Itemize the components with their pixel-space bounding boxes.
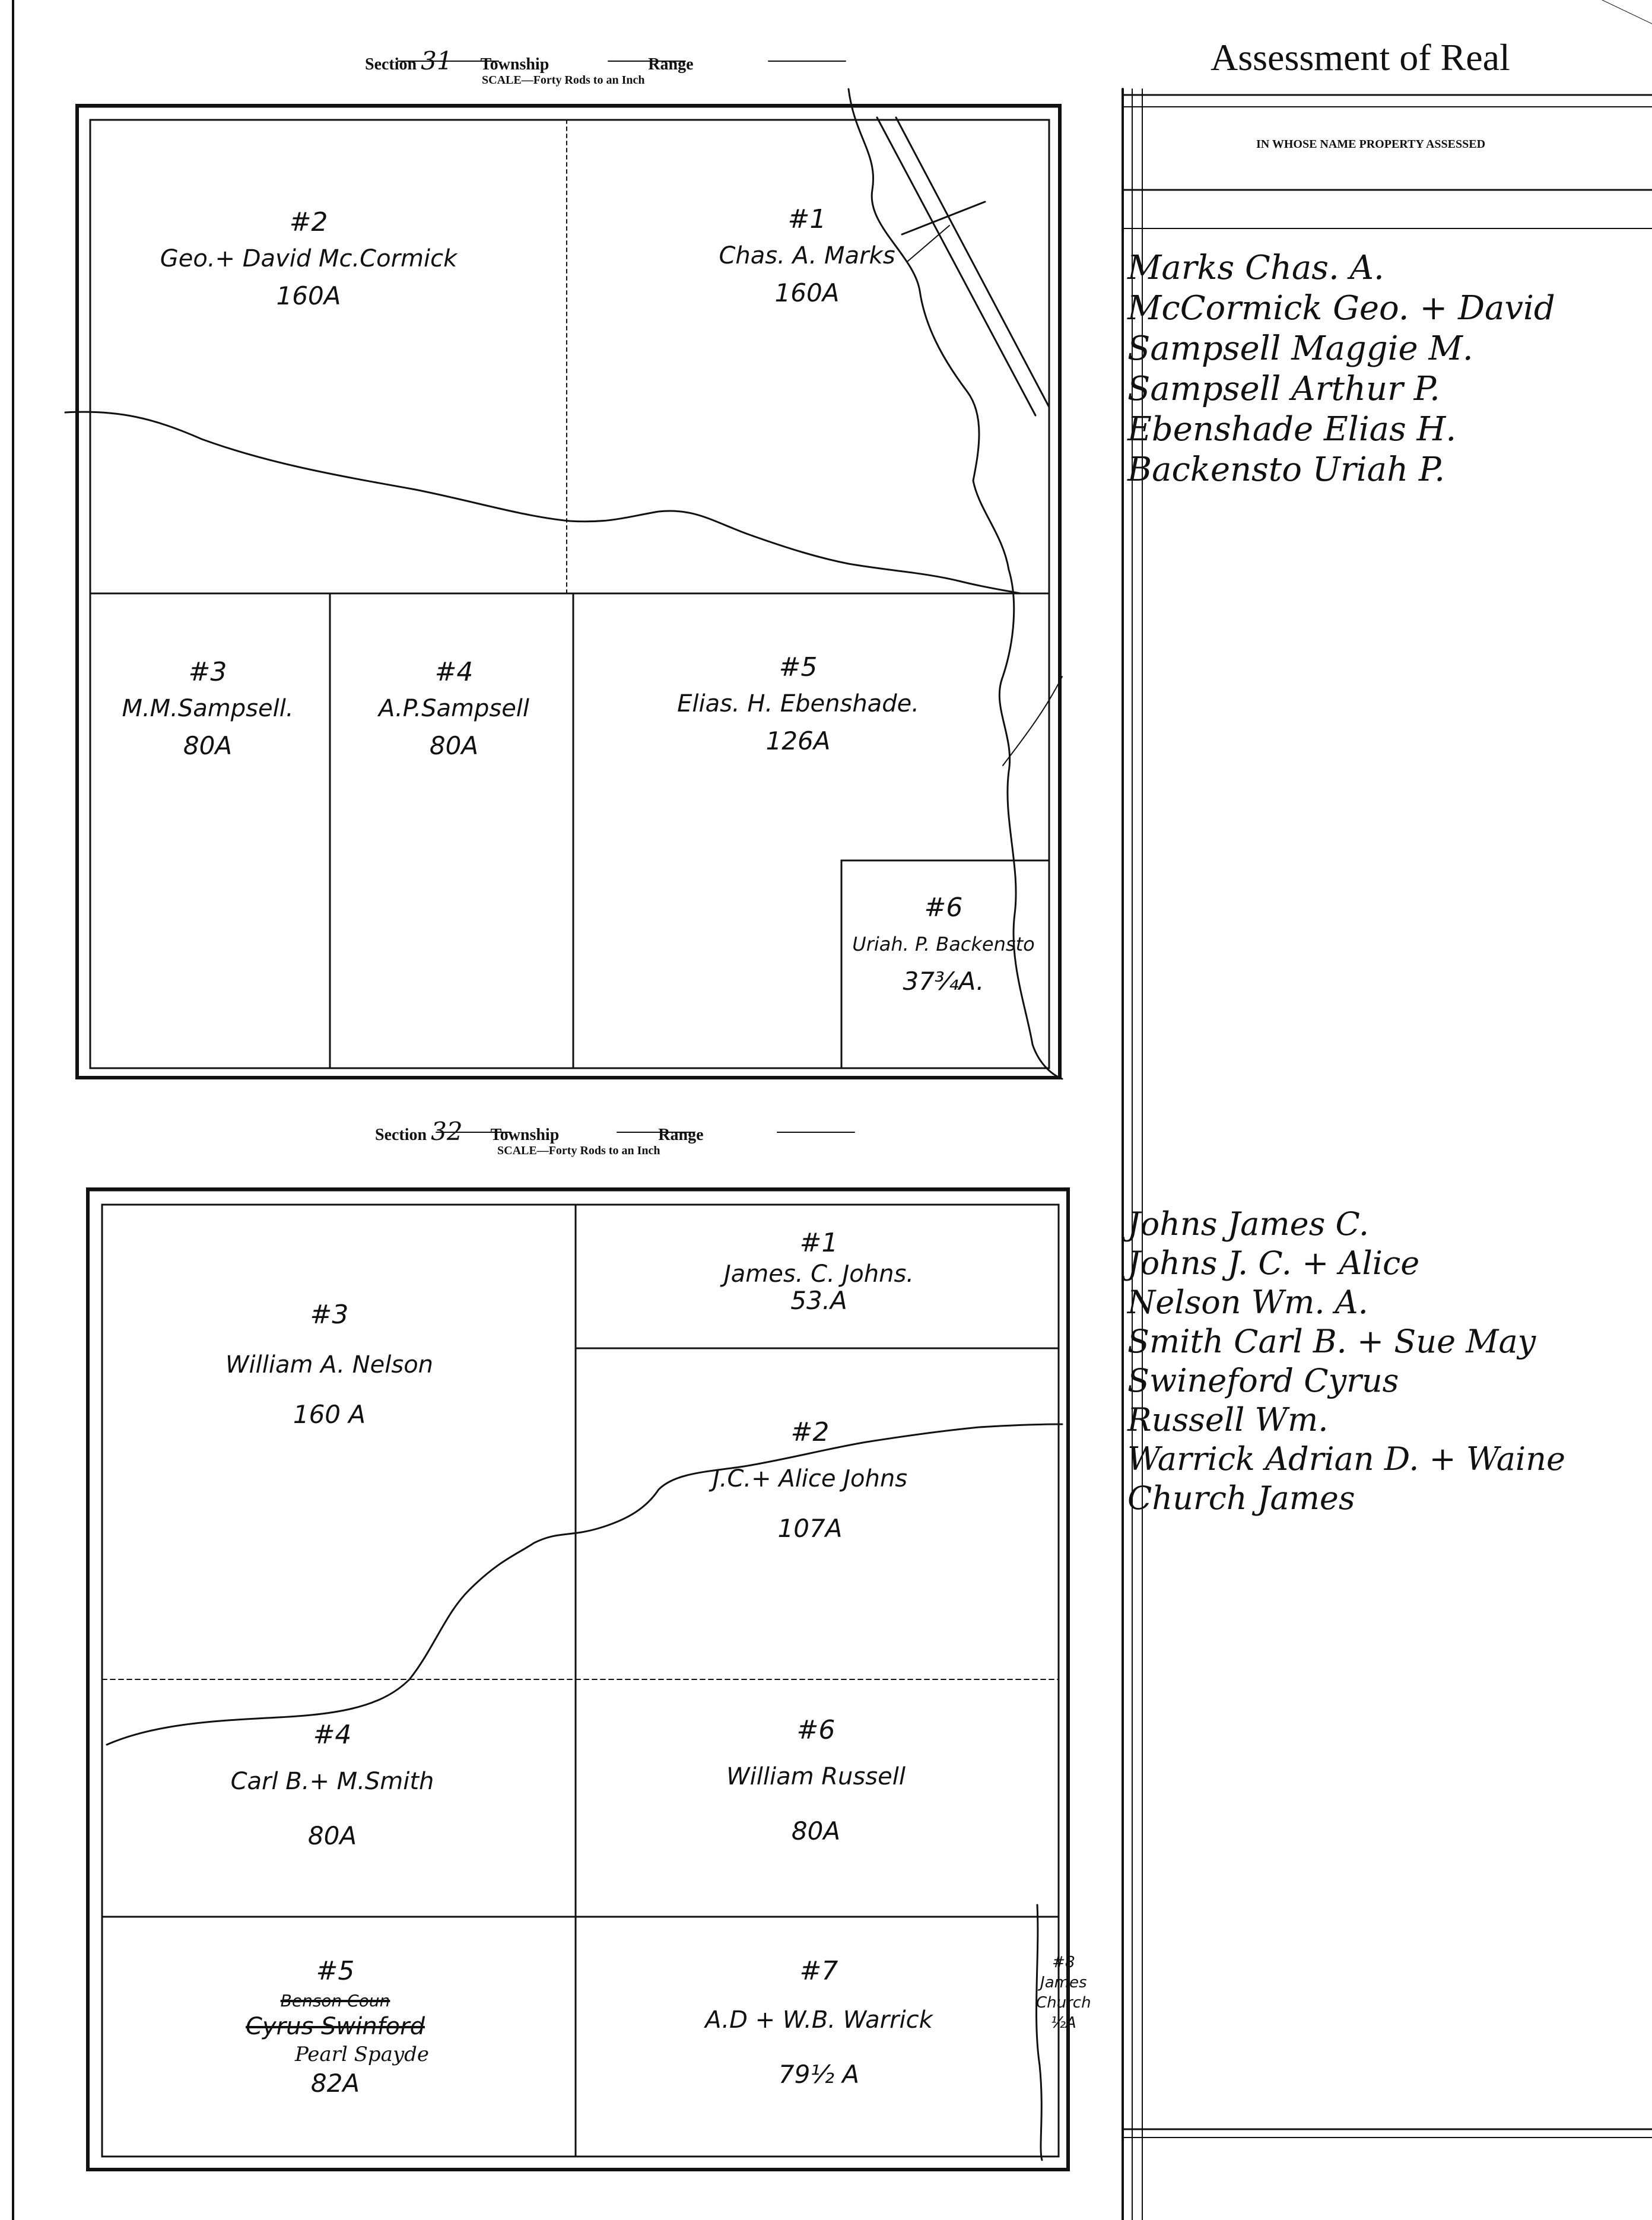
lot-owner: Elias. H. Ebenshade. <box>677 690 919 717</box>
section31-lot-1: #1 Chas. A. Marks 160A <box>719 202 895 312</box>
lot-acreage: 82A <box>310 2069 360 2098</box>
assessed-names-section31: Marks Chas. A. McCormick Geo. + David Sa… <box>1127 248 1555 490</box>
section32-lot-2: #2 J.C.+ Alice Johns 107A <box>713 1411 907 1554</box>
lot-acreage: 53.A <box>790 1286 847 1315</box>
township-label: Township <box>480 55 549 74</box>
lot-number: #2 <box>289 207 328 237</box>
assessed-name: Sampsell Arthur P. <box>1127 370 1440 408</box>
ledger-column-header: IN WHOSE NAME PROPERTY ASSESSED <box>1256 138 1486 151</box>
lot-acreage: 126A <box>765 726 831 755</box>
section31-lot-4: #4 A.P.Sampsell 80A <box>379 655 529 765</box>
lot-number: #7 <box>799 1956 838 1986</box>
lot-acreage: 80A <box>183 731 233 760</box>
lot-acreage: ½A <box>1050 2014 1076 2032</box>
lot-acreage: 80A <box>307 1821 357 1850</box>
lot-number: #6 <box>796 1715 835 1745</box>
assessed-name: Johns James C. <box>1127 1205 1370 1243</box>
lot-number: #8 <box>1052 1954 1075 1971</box>
assessed-name: Sampsell Maggie M. <box>1127 329 1473 368</box>
lot-number: #4 <box>313 1720 352 1750</box>
lot-owner: Chas. A. Marks <box>719 242 895 269</box>
lot-number: #3 <box>188 657 227 687</box>
lot-number: #5 <box>779 652 818 682</box>
assessed-name: Warrick Adrian D. + Waine <box>1127 1440 1565 1478</box>
assessed-name: Marks Chas. A. <box>1127 249 1384 287</box>
township-label: Township <box>490 1126 560 1144</box>
section-number: 32 <box>431 1117 463 1146</box>
lot-owner: J.C.+ Alice Johns <box>712 1465 908 1492</box>
section32-lot-8: #8 James Church ½A <box>1036 1952 1091 2033</box>
lot-number: #1 <box>799 1228 838 1258</box>
lot-number: #5 <box>316 1956 355 1986</box>
section32-outer-border <box>86 1187 1070 2171</box>
section31-lot-5: #5 Elias. H. Ebenshade. 126A <box>677 650 919 760</box>
assessed-name: Smith Carl B. + Sue May <box>1127 1323 1536 1360</box>
lot-acreage: 107A <box>777 1514 843 1543</box>
lot-number: #1 <box>787 204 827 234</box>
creek-line <box>847 88 1063 1080</box>
lot-number: #6 <box>924 893 963 923</box>
section31-lot-6: #6 Uriah. P. Backensto 37¾A. <box>852 890 1034 1001</box>
section-label: Section <box>365 55 417 74</box>
section-label: Section <box>375 1126 427 1144</box>
assessed-names-section32: Johns James C. Johns J. C. + Alice Nelso… <box>1127 1205 1565 1518</box>
lot-acreage: 160A <box>276 281 341 310</box>
section31-outer-border <box>75 104 1062 1079</box>
lot-owner: Carl B.+ M.Smith <box>230 1768 434 1795</box>
lot-acreage: 80A <box>429 731 479 760</box>
ledger-title: Assessment of Real <box>1211 36 1510 78</box>
section32-lot-1: #1 James. C. Johns. 53.A <box>724 1227 914 1313</box>
lot-number: #2 <box>790 1417 830 1447</box>
lot-acreage: 79½ A <box>778 2060 860 2089</box>
section31-header: Section 31 Township Range <box>365 46 694 75</box>
assessed-name: Ebenshade Elias H. <box>1127 410 1457 449</box>
lot-owner: A.P.Sampsell <box>378 695 530 722</box>
range-label: Range <box>658 1126 704 1144</box>
section32-lot-6: #6 William Russell 80A <box>726 1709 906 1861</box>
range-label: Range <box>648 55 694 74</box>
stream-line <box>64 411 1022 595</box>
assessed-name: Nelson Wm. A. <box>1127 1284 1368 1321</box>
lot-owner-line: Church <box>1036 1994 1091 2012</box>
section32-lot-3: #3 William A. Nelson 160 A <box>225 1294 433 1436</box>
assessed-name: McCormick Geo. + David <box>1127 289 1555 328</box>
assessed-name: Swineford Cyrus <box>1127 1362 1399 1399</box>
lot-owner-current: Pearl Spayde <box>294 2043 430 2066</box>
section32-scale: SCALE—Forty Rods to an Inch <box>497 1144 660 1157</box>
section32-header: Section 32 Township Range <box>375 1117 704 1146</box>
lot-owner: William Russell <box>726 1763 906 1790</box>
creek-line <box>106 1423 1063 1746</box>
section31-lot-3: #3 M.M.Sampsell. 80A <box>122 655 293 765</box>
lot-owner: James. C. Johns. <box>723 1260 914 1288</box>
lot-acreage: 37¾A. <box>903 967 984 996</box>
section-number: 31 <box>421 46 453 75</box>
lot-acreage: 160A <box>774 278 840 307</box>
lot-owner-struck: Benson Coun <box>280 1991 390 2011</box>
assessed-name: Johns J. C. + Alice <box>1127 1244 1420 1282</box>
lot-owner: A.D + W.B. Warrick <box>705 2006 933 2034</box>
assessed-name: Russell Wm. <box>1127 1401 1329 1438</box>
road-line <box>876 116 1037 417</box>
assessed-name: Backensto Uriah P. <box>1127 450 1446 489</box>
lot-acreage: 160 A <box>293 1400 366 1429</box>
lot8-boundary <box>1035 1904 1043 2161</box>
lot-owner: Geo.+ David Mc.Cormick <box>160 245 458 272</box>
lot6-boundary <box>840 859 1050 1069</box>
lot-number: #4 <box>434 657 474 687</box>
assessed-name: Church James <box>1127 1479 1355 1517</box>
section32-lot-7: #7 A.D + W.B. Warrick 79½ A <box>705 1952 932 2100</box>
lot-owner: William A. Nelson <box>225 1351 434 1379</box>
lot-number: #3 <box>310 1300 349 1330</box>
section31-scale: SCALE—Forty Rods to an Inch <box>482 74 645 87</box>
section32-inner-border <box>101 1203 1060 2158</box>
lot-owner-line: James <box>1040 1974 1087 1992</box>
lot-owner: Uriah. P. Backensto <box>852 933 1035 955</box>
section31-lot-2: #2 Geo.+ David Mc.Cormick 160A <box>160 205 458 315</box>
section32-lot-4: #4 Carl B.+ M.Smith 80A <box>231 1714 434 1866</box>
lot-owner: M.M.Sampsell. <box>122 695 294 722</box>
lot-owner-struck: Cyrus Swinford <box>246 2013 425 2040</box>
section32-lot-5: #5 Benson Coun Cyrus Swinford Pearl Spay… <box>242 1952 429 2100</box>
lot-acreage: 80A <box>791 1816 841 1846</box>
